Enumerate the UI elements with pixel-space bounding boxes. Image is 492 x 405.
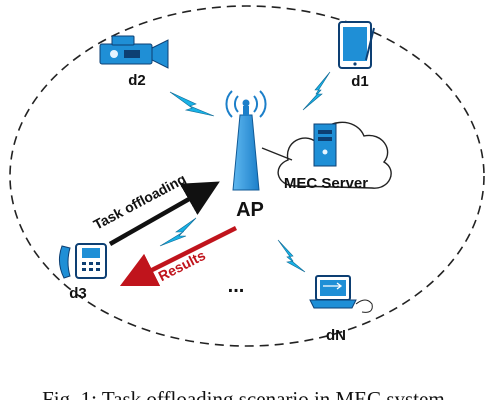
results-arrow [119,225,238,287]
device-label-d1: d1 [351,73,369,90]
device-label-d3: d3 [69,285,87,302]
lightning-link-icon [302,71,331,111]
coverage-area-boundary [9,5,485,347]
device-label-dN: dN [326,327,346,344]
device-label-d2: d2 [128,72,146,89]
laptop-icon [309,275,373,313]
lightning-link-icon [169,91,215,117]
lightning-link-icon [277,239,306,273]
ap-label: AP [236,199,264,221]
server-label: MEC Server [284,175,368,192]
more-devices-ellipsis: ... [228,275,245,297]
telephone-icon [58,243,107,279]
server-icon [313,123,337,167]
results-label: Results [156,247,209,284]
antenna-tower-icon [225,90,267,191]
figure-caption: Fig. 1: Task offloading scenario in MEC … [42,387,450,400]
video-camera-icon [99,35,169,69]
ap-server-link [261,147,293,161]
offload-label: Task offloading [91,170,189,232]
offload-arrow [108,181,220,246]
lightning-link-icon [159,217,197,247]
tablet-icon [338,21,375,69]
